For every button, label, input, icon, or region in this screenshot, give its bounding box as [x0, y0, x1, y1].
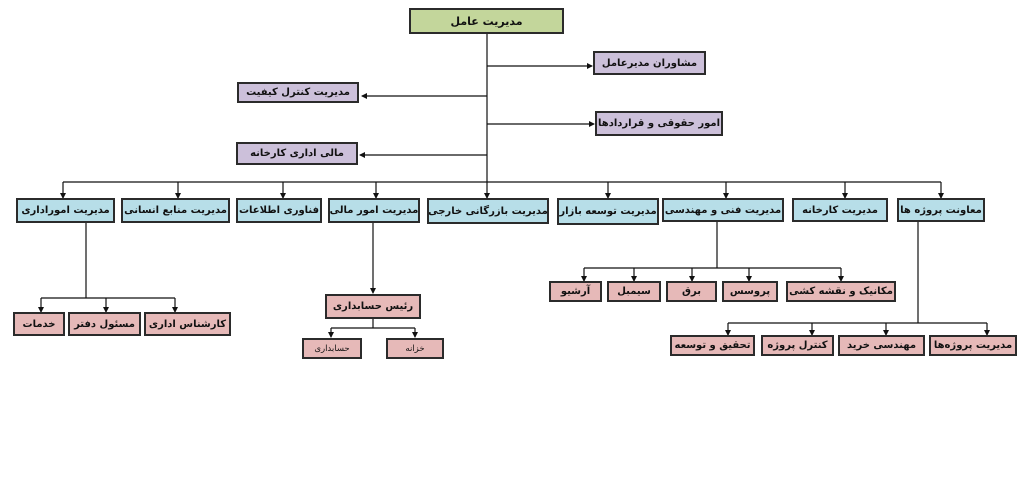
unit-process: پروسس — [722, 281, 778, 302]
finance-head-label: رئیس حسابداری — [332, 301, 414, 312]
unit-label: خدمات — [22, 318, 56, 330]
dept-label: مدیریت فنی و مهندسی — [664, 204, 782, 216]
unit-label: کنترل پروژه — [767, 340, 828, 351]
ceo-label: مدیریت عامل — [450, 14, 523, 28]
finance-head: رئیس حسابداری — [325, 294, 421, 319]
dept-hr: مدیریت منابع انسانی — [121, 198, 230, 223]
unit-services: خدمات — [13, 312, 65, 336]
staff-label: امور حقوقی و قراردادها — [598, 118, 720, 129]
unit-label: خزانه — [405, 343, 425, 354]
unit-projects-mgmt: مدیریت پروژه‌ها — [929, 335, 1017, 356]
staff-factory-finance: مالی اداری کارخانه — [236, 142, 358, 165]
unit-office: مسئول دفتر — [68, 312, 141, 336]
unit-archive: آرشیو — [549, 281, 602, 302]
dept-label: فناوری اطلاعات — [238, 205, 320, 216]
dept-it: فناوری اطلاعات — [236, 198, 322, 223]
staff-legal: امور حقوقی و قراردادها — [595, 111, 723, 136]
unit-treasury: خزانه — [386, 338, 444, 359]
dept-projects-deputy: معاونت پروژه ها — [897, 198, 985, 222]
unit-label: پروسس — [729, 286, 771, 297]
unit-accounting: حسابداری — [302, 338, 362, 359]
unit-project-control: کنترل پروژه — [761, 335, 834, 356]
dept-technical: مدیریت فنی و مهندسی — [662, 198, 784, 222]
unit-label: تحقیق و توسعه — [674, 340, 751, 351]
staff-advisors: مشاوران مدیرعامل — [593, 51, 706, 75]
unit-label: سیمبل — [617, 286, 651, 297]
dept-label: مدیریت بازرگانی خارجی — [428, 205, 548, 217]
unit-label: مسئول دفتر — [74, 318, 135, 330]
staff-quality: مدیریت کنترل کیفیت — [237, 82, 359, 103]
dept-label: مدیریت امور مالی — [329, 205, 419, 216]
unit-admin-expert: کارشناس اداری — [144, 312, 231, 336]
unit-label: کارشناس اداری — [148, 318, 227, 330]
ceo-box: مدیریت عامل — [409, 8, 564, 34]
dept-label: مدیریت منابع انسانی — [124, 205, 227, 216]
unit-purchase: مهندسی خرید — [838, 335, 925, 356]
dept-label: مدیریت توسعه بازار — [559, 206, 657, 217]
unit-label: مکانیک و نقشه کشی — [789, 286, 893, 297]
unit-label: مهندسی خرید — [846, 340, 917, 351]
dept-financial: مدیریت امور مالی — [328, 198, 420, 223]
dept-factory-mgmt: مدیریت کارخانه — [792, 198, 888, 222]
dept-admin: مدیریت اموراداری — [16, 198, 115, 223]
dept-label: مدیریت کارخانه — [802, 204, 878, 216]
staff-label: مشاوران مدیرعامل — [601, 57, 698, 69]
dept-foreign-trade: مدیریت بازرگانی خارجی — [427, 198, 549, 224]
dept-label: معاونت پروژه ها — [900, 204, 982, 216]
unit-symbol: سیمبل — [607, 281, 661, 302]
staff-label: مالی اداری کارخانه — [250, 148, 344, 159]
unit-label: آرشیو — [560, 286, 591, 297]
unit-electric: برق — [666, 281, 717, 302]
unit-label: حسابداری — [314, 343, 350, 354]
unit-mechanic: مکانیک و نقشه کشی — [786, 281, 896, 302]
staff-label: مدیریت کنترل کیفیت — [246, 87, 350, 98]
dept-market-dev: مدیریت توسعه بازار — [557, 198, 659, 225]
dept-label: مدیریت اموراداری — [21, 205, 110, 216]
unit-rnd: تحقیق و توسعه — [670, 335, 755, 356]
unit-label: برق — [682, 286, 701, 297]
unit-label: مدیریت پروژه‌ها — [933, 340, 1013, 351]
